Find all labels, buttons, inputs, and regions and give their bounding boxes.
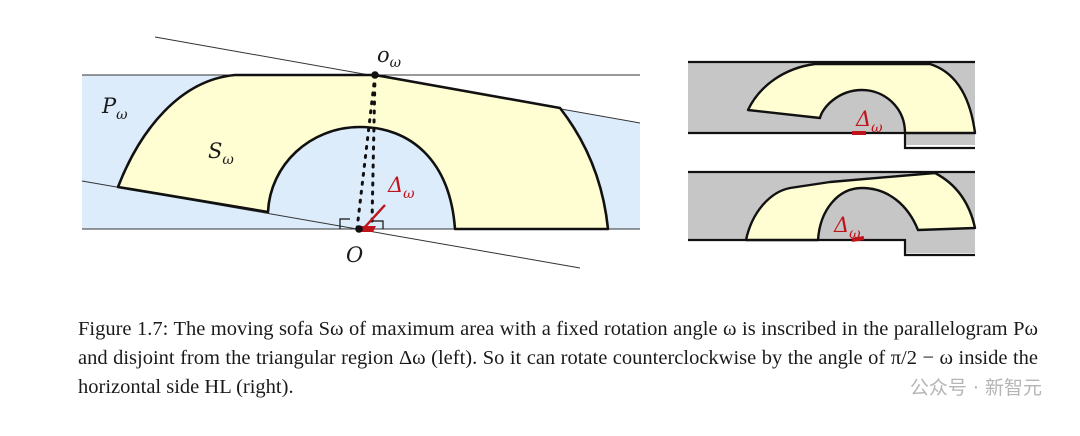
right-bottom-label-Delta: Δω [833, 213, 861, 242]
dotted-line-vertical [370, 73, 377, 224]
point-O [355, 225, 363, 233]
right-top-lower-border [688, 131, 975, 150]
dotted-line-left [355, 73, 377, 231]
right-top-diagram: Δω [688, 60, 977, 150]
label-Delta-omega: Δω [387, 173, 415, 202]
right-angle-mark-left [339, 218, 350, 229]
watermark-text: 公众号 · 新智元 [909, 377, 1042, 399]
caption-text: Figure 1.7: The moving sofa Sω of maximu… [78, 318, 1038, 398]
label-P-omega: Pω [101, 94, 128, 123]
label-S-omega: Sω [208, 139, 234, 168]
sofa-shape [116, 73, 610, 231]
delta-pointer-line [363, 204, 386, 229]
right-top-label-Delta: Δω [855, 107, 883, 136]
right-top-sofa [746, 62, 977, 135]
right-bottom-sofa [744, 171, 977, 242]
label-O: O [346, 243, 363, 267]
point-o-omega [371, 71, 379, 79]
label-o-omega: oω [377, 43, 402, 71]
figure-diagram: oω Pω Sω Δω O Δω Δω [81, 36, 977, 269]
right-angle-mark-right [373, 220, 384, 229]
right-bottom-diagram: Δω [688, 170, 977, 257]
right-bottom-delta-mark [851, 236, 865, 242]
figure-caption: Figure 1.7: The moving sofa Sω of maximu… [78, 315, 1038, 402]
